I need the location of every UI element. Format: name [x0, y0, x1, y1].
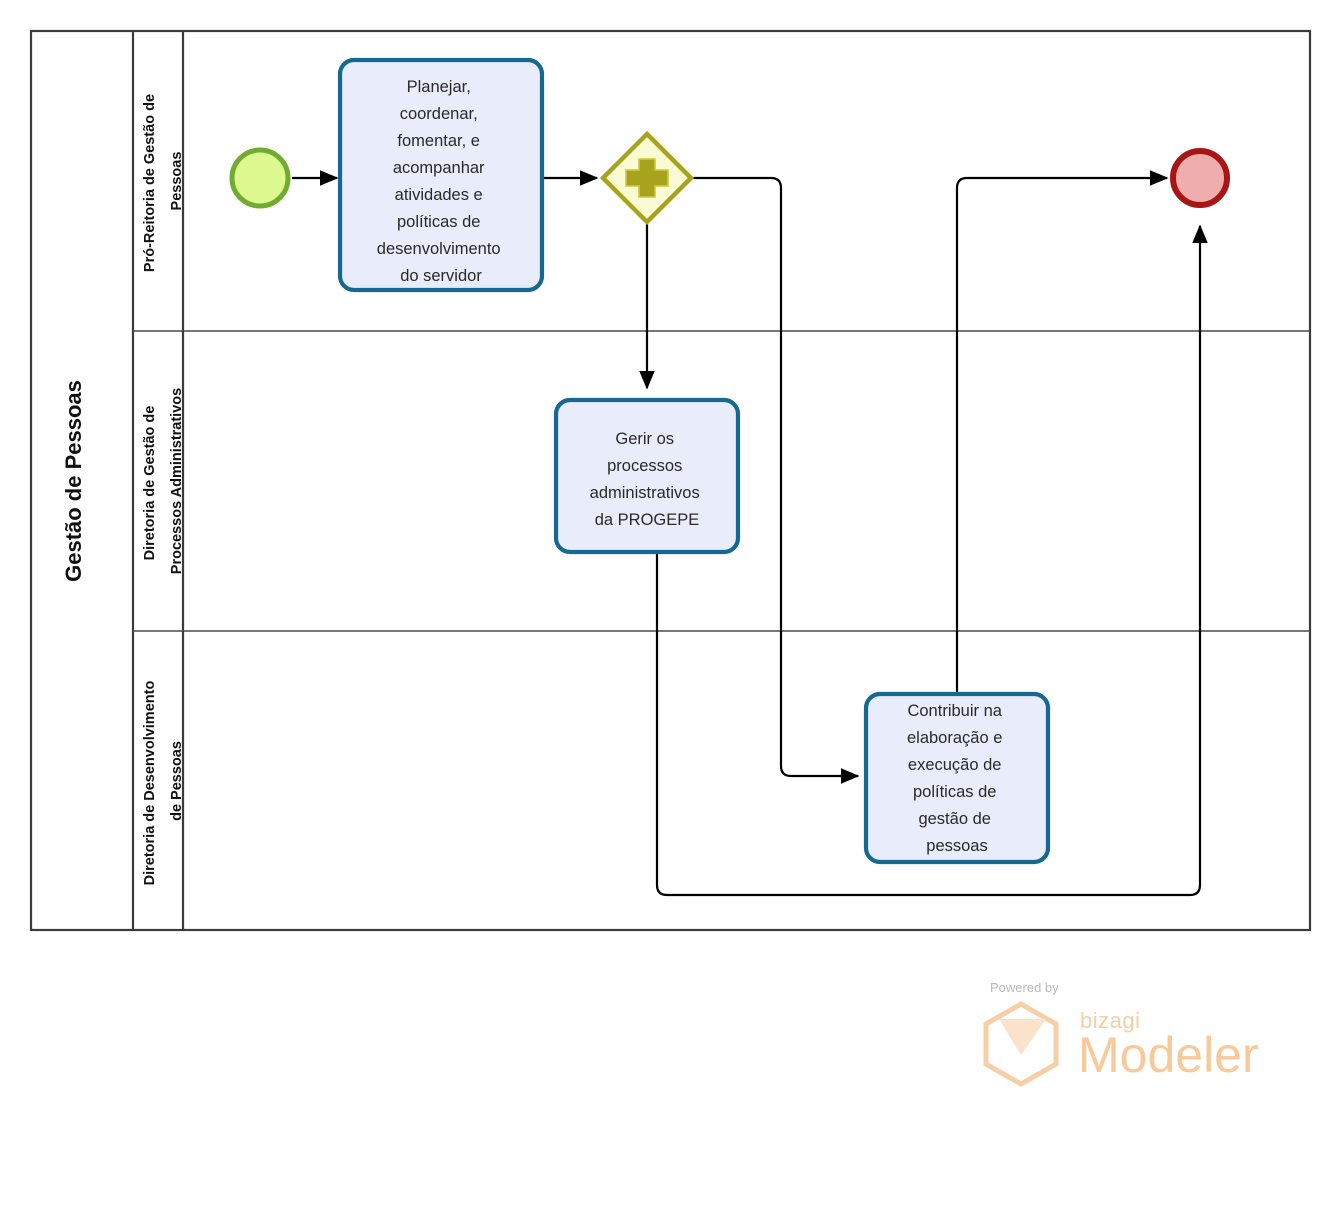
pool-title: Gestão de Pessoas [61, 380, 86, 582]
lane-pro-reitoria[interactable]: Pró-Reitoria de Gestão de Pessoas Pró-Re… [0, 0, 1310, 332]
task-contribuir-label: Contribuir na elaboração e execução de p… [907, 702, 1007, 855]
lane-group: Pró-Reitoria de Gestão de Pessoas Pró-Re… [0, 0, 1310, 930]
flow-gateway-to-contribuir[interactable] [693, 176, 860, 784]
task-planejar-label: Planejar, coordenar, fomentar, e acompan… [377, 78, 505, 285]
watermark-product: Modeler [1078, 1027, 1259, 1083]
watermark-brand: bizagi [1080, 1008, 1140, 1033]
lane-processos-adm[interactable]: Diretoria de Gestão de Processos Adminis… [0, 0, 1310, 632]
sequence-flows [292, 170, 1208, 897]
start-event-circle [229, 147, 291, 209]
end-event-circle [1170, 148, 1230, 208]
end-event[interactable] [1170, 148, 1230, 208]
lane-2-title: Diretoria de Gestão de Processos Adminis… [142, 388, 185, 574]
watermark-powered-by: Powered by [990, 980, 1059, 995]
task-gerir-label: Gerir os processos administrativos da PR… [590, 430, 705, 529]
task-gerir-box [553, 397, 741, 555]
task-contribuir-box [863, 691, 1051, 865]
start-event[interactable] [229, 147, 291, 209]
bizagi-watermark: Powered by bizagi Modeler [983, 980, 1259, 1087]
task-planejar-box [337, 57, 545, 293]
flow-gerir-to-end[interactable] [655, 224, 1208, 897]
parallel-gateway[interactable] [599, 130, 695, 226]
lane-1-title: Pró-Reitoria de Gestão de Pessoas [142, 90, 185, 272]
lane-desenvolvimento[interactable]: Diretoria de Desenvolvimento de Pessoas … [0, 0, 185, 930]
task-gerir[interactable]: Gerir os processos administrativos da PR… [553, 397, 741, 555]
hexagon-outline [983, 1001, 1059, 1087]
lane-3-title: Diretoria de Desenvolvimento de Pessoas [142, 677, 185, 886]
task-planejar[interactable]: Planejar, coordenar, fomentar, e acompan… [337, 57, 545, 293]
flow-contribuir-to-end[interactable] [955, 170, 1169, 694]
task-contribuir[interactable]: Contribuir na elaboração e execução de p… [863, 691, 1051, 865]
hexagon-inner-shape [999, 1019, 1046, 1055]
bizagi-hexagon-icon [983, 1001, 1059, 1087]
plus-icon [625, 158, 669, 198]
